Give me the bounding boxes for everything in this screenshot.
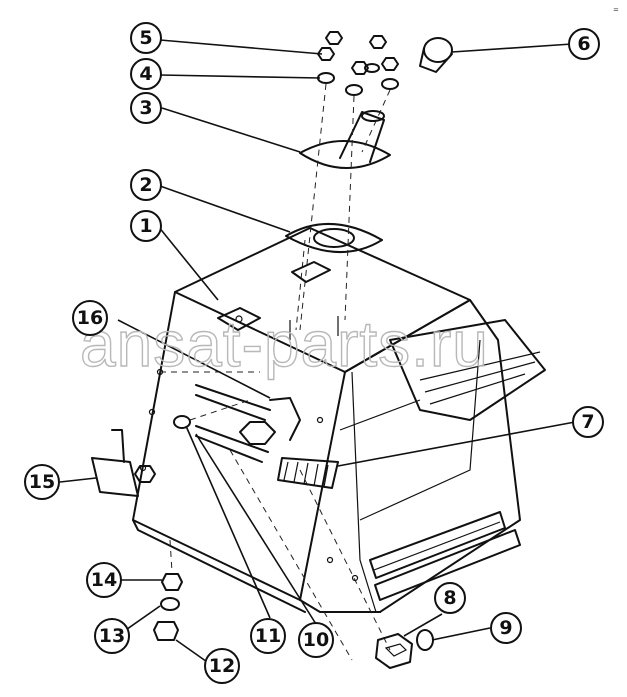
- callout-16: 16: [72, 300, 108, 336]
- callout-14: 14: [86, 562, 122, 598]
- callout-label-9: 9: [499, 617, 512, 639]
- leader-lines: [59, 39, 576, 665]
- step-deck: [369, 319, 546, 601]
- nuts-washers-top: [317, 31, 399, 96]
- callout-8: 8: [434, 582, 466, 614]
- callout-label-13: 13: [99, 625, 125, 647]
- callouts: 5 4 3 6 2 1 16 7 15 14 8 9 13 11 10 12: [24, 22, 604, 684]
- assembly-guide-lines: [160, 83, 391, 661]
- callout-12: 12: [204, 648, 240, 684]
- callout-label-1: 1: [139, 215, 152, 237]
- callout-label-14: 14: [91, 569, 117, 591]
- callout-5: 5: [130, 22, 162, 54]
- callout-label-8: 8: [443, 587, 456, 609]
- callout-label-7: 7: [581, 411, 594, 433]
- mounting-plate-part-3: [299, 110, 391, 169]
- corner-mark: =: [613, 6, 619, 14]
- watermark: ansat-parts.ru: [80, 308, 489, 380]
- callout-4: 4: [130, 58, 162, 90]
- callout-label-3: 3: [139, 97, 152, 119]
- callout-label-5: 5: [139, 27, 152, 49]
- callout-10: 10: [298, 622, 334, 658]
- filler-flange-part-2: [285, 222, 383, 254]
- callout-label-4: 4: [139, 63, 152, 85]
- callout-6: 6: [568, 28, 600, 60]
- callout-11: 11: [250, 618, 286, 654]
- callout-1: 1: [130, 210, 162, 242]
- callout-label-11: 11: [255, 625, 281, 647]
- callout-3: 3: [130, 92, 162, 124]
- callout-label-12: 12: [209, 655, 235, 677]
- callout-13: 13: [94, 618, 130, 654]
- bolt-parts-10-11: [173, 415, 269, 463]
- drain-fitting-part-15: [91, 429, 156, 497]
- callout-label-16: 16: [77, 307, 103, 329]
- callout-label-2: 2: [139, 174, 152, 196]
- callout-15: 15: [24, 464, 60, 500]
- fuel-cap-part-6: [419, 37, 453, 73]
- callout-9: 9: [490, 612, 522, 644]
- callout-2: 2: [130, 169, 162, 201]
- callout-label-15: 15: [29, 471, 55, 493]
- callout-label-6: 6: [577, 33, 590, 55]
- filter-part-7: [277, 457, 339, 489]
- top-bracket: [289, 261, 339, 340]
- callout-7: 7: [572, 406, 604, 438]
- fuel-sender-part-16: [195, 384, 301, 445]
- drain-plug-parts: [153, 573, 183, 641]
- callout-label-10: 10: [303, 629, 329, 651]
